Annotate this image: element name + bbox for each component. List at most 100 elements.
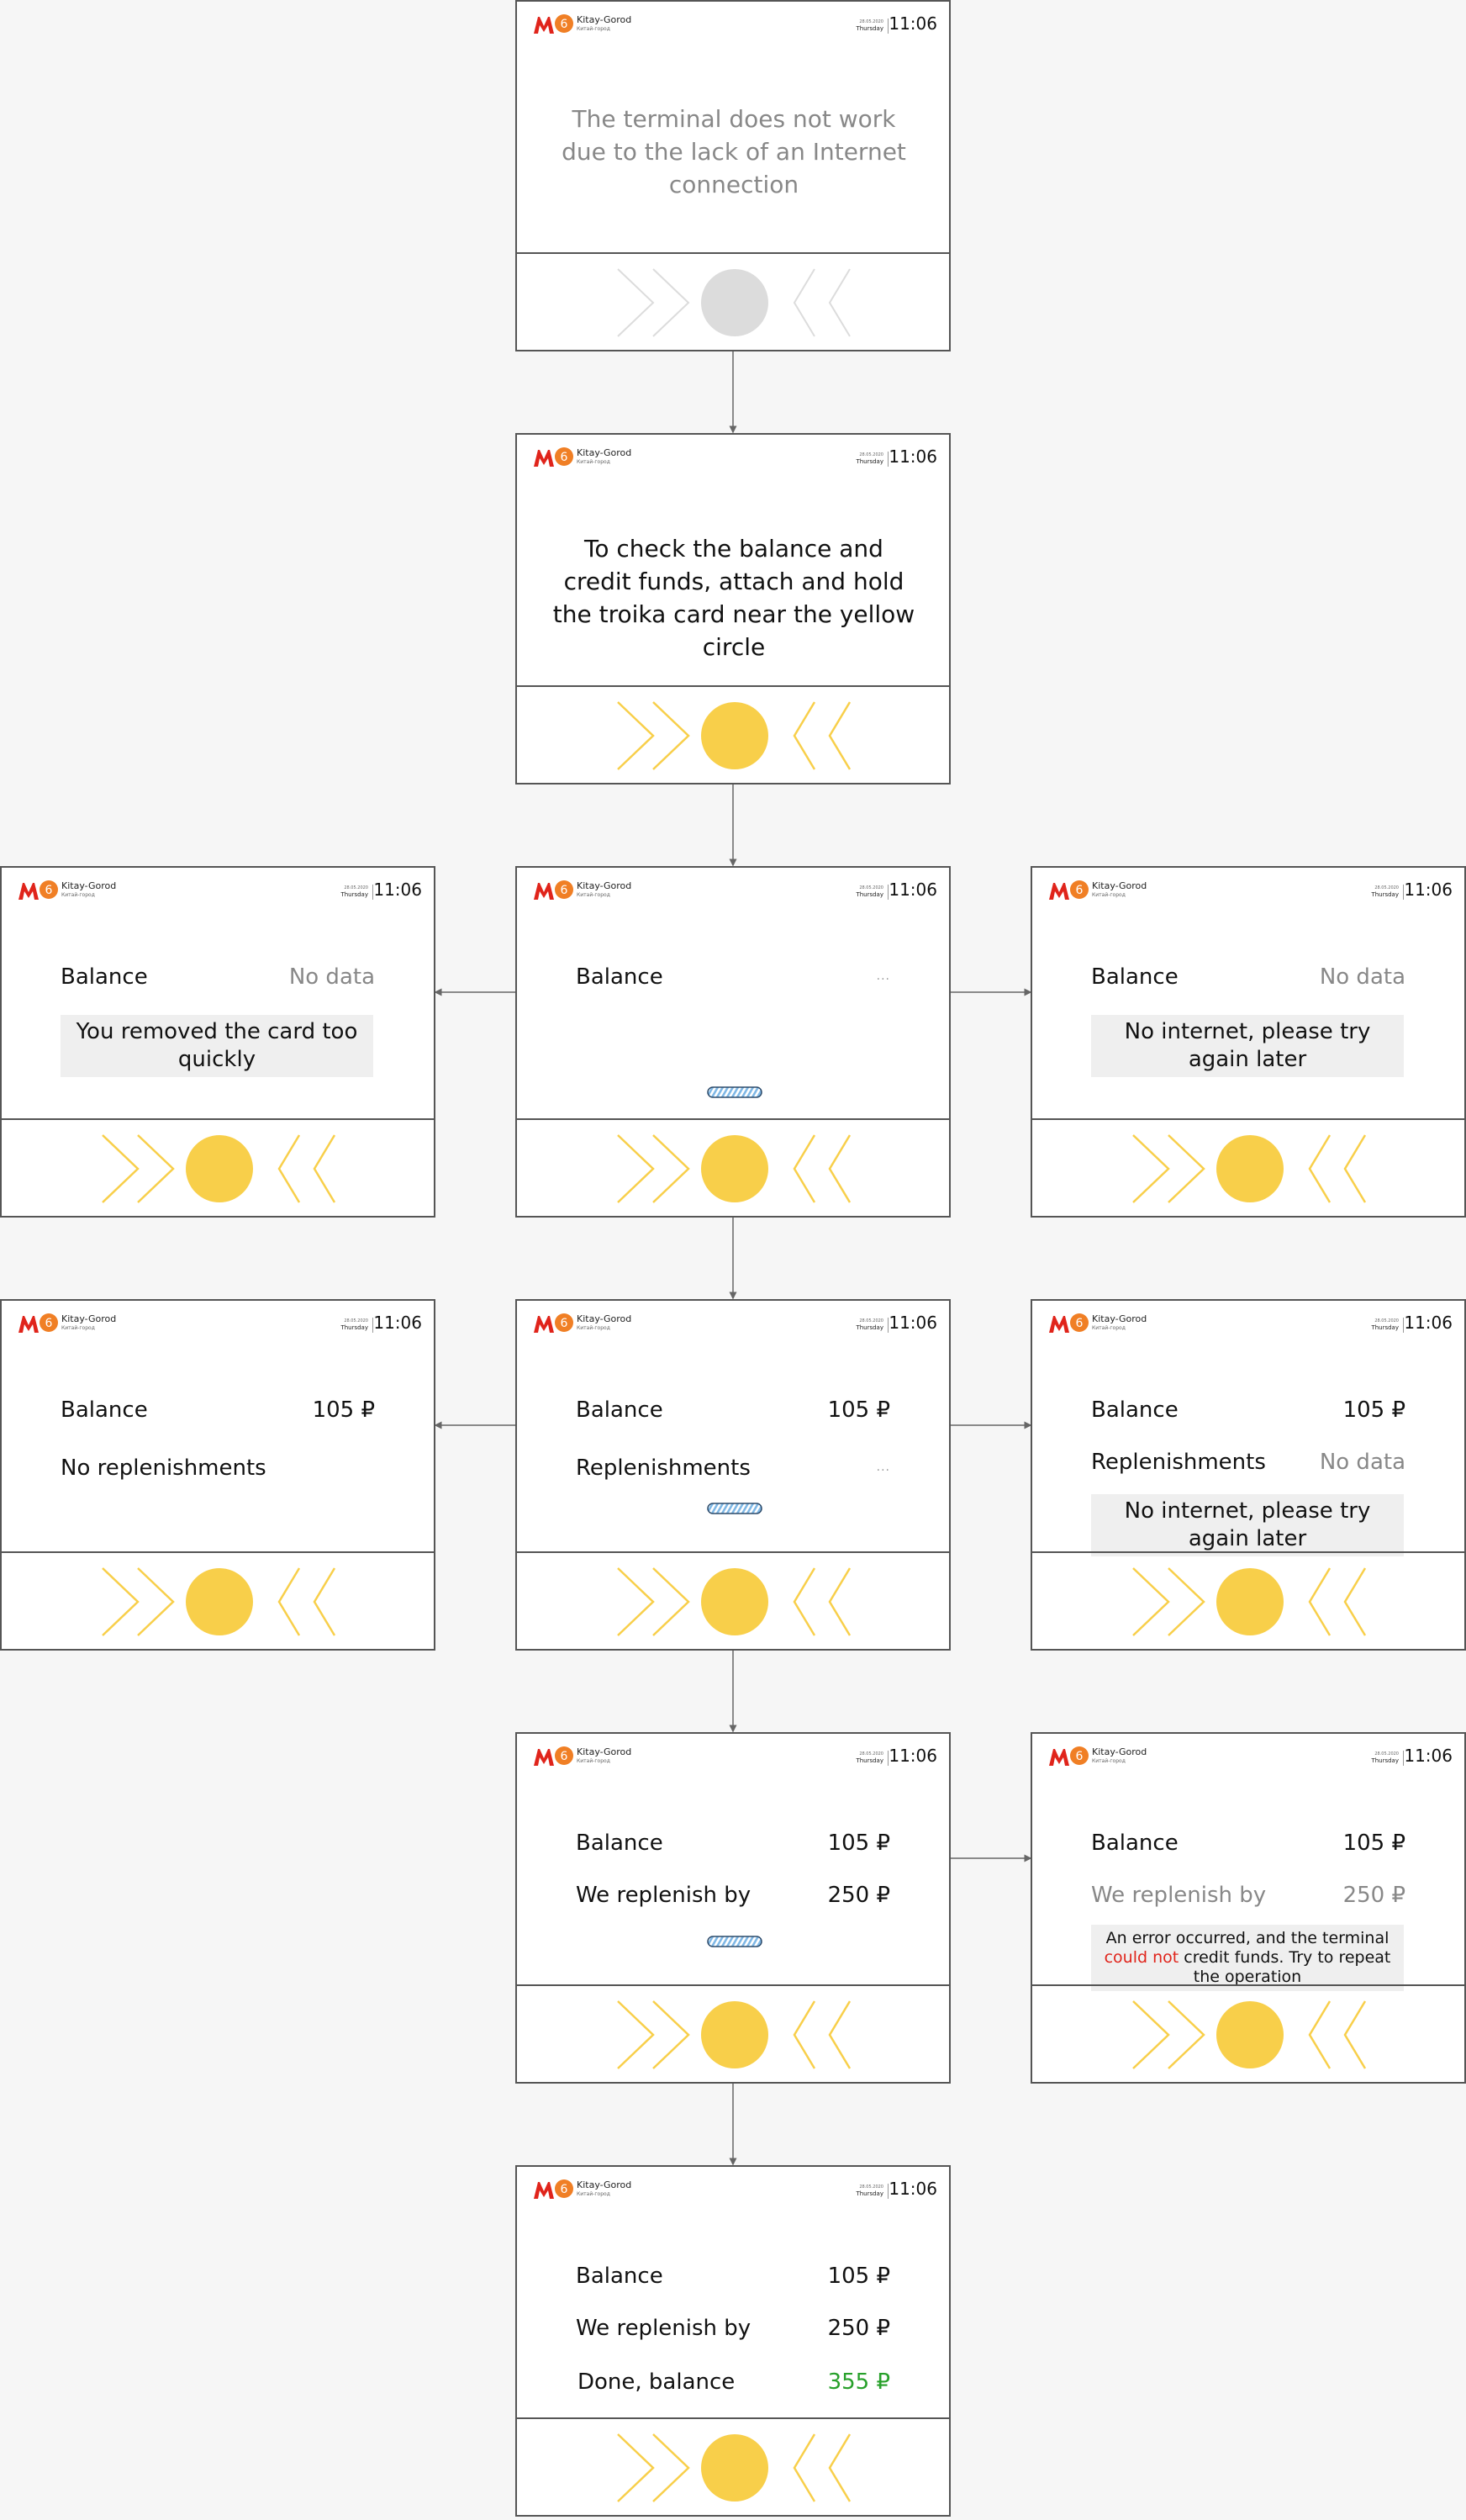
balance-label: Balance	[576, 964, 663, 990]
balance-label: Balance	[61, 1397, 148, 1423]
metro-m-logo	[534, 2182, 554, 2199]
header-separator	[888, 2184, 889, 2199]
chevron-right-icon	[1168, 1567, 1205, 1636]
card-reader-area	[517, 1553, 949, 1651]
weekday-label: Thursday	[856, 891, 883, 898]
clock: 11:06	[1404, 1746, 1453, 1766]
line-badge-number: 6	[561, 1317, 568, 1330]
balance-value: 105 ₽	[827, 1397, 890, 1423]
replenishments-label: Replenishments	[1091, 1450, 1266, 1475]
chevron-right-icon	[617, 268, 655, 337]
weekday-label: Thursday	[1371, 1757, 1399, 1764]
header-separator	[1403, 885, 1404, 900]
removed-card-notice: You removed the card too quickly	[61, 1015, 373, 1077]
station-name: Kitay-Gorod	[577, 880, 632, 891]
header-separator	[888, 1751, 889, 1766]
screen-divider	[2, 1551, 434, 1553]
replenish-label: We replenish by	[1091, 1883, 1267, 1908]
station-name: Kitay-Gorod	[577, 1746, 632, 1757]
line-badge-number: 6	[1076, 1317, 1084, 1330]
balance-value: 105 ₽	[1342, 1397, 1405, 1423]
date-label: 28.05.2020	[859, 1751, 883, 1757]
replenishments-label: Replenishments	[576, 1455, 751, 1481]
clock: 11:06	[889, 1313, 937, 1333]
line-badge-icon: 6	[1070, 880, 1089, 899]
chevron-left-icon	[793, 2000, 816, 2069]
station-name-ru: Китай-город	[577, 2191, 610, 2197]
metro-m-logo	[1049, 883, 1069, 900]
station-name-ru: Китай-город	[577, 1758, 610, 1764]
metro-m-logo	[1049, 1316, 1069, 1333]
balance-label: Balance	[1091, 1397, 1179, 1423]
chevron-right-icon	[1132, 2000, 1170, 2069]
chevron-right-icon	[1168, 1134, 1205, 1203]
balance-label: Balance	[576, 1831, 663, 1856]
card-reader-circle-icon	[701, 269, 768, 336]
station-name: Kitay-Gorod	[61, 880, 117, 891]
chevron-right-icon	[617, 1134, 655, 1203]
line-badge-icon: 6	[555, 1746, 573, 1765]
replenish-label: We replenish by	[576, 1883, 751, 1908]
line-badge-number: 6	[561, 18, 568, 31]
replenish-value: 250 ₽	[827, 1883, 890, 1908]
chevron-left-icon	[313, 1134, 336, 1203]
station-name: Kitay-Gorod	[1092, 1746, 1147, 1757]
chevron-left-icon	[828, 2000, 852, 2069]
weekday-label: Thursday	[340, 1324, 368, 1331]
screen-divider	[517, 1118, 949, 1120]
screen-divider	[517, 252, 949, 254]
chevron-left-icon	[828, 1567, 852, 1636]
station-name-ru: Китай-город	[577, 892, 610, 898]
balance-label: Balance	[576, 2264, 663, 2289]
clock: 11:06	[1404, 880, 1453, 900]
clock: 11:06	[889, 2179, 937, 2199]
station-name-ru: Китай-город	[61, 1325, 95, 1331]
chevron-right-icon	[617, 2000, 655, 2069]
card-reader-circle-icon	[701, 2001, 768, 2068]
error-highlight: could not	[1104, 1948, 1179, 1967]
chevron-left-icon	[313, 1567, 336, 1636]
chevron-left-icon	[1343, 1567, 1367, 1636]
clock: 11:06	[889, 13, 937, 34]
chevron-right-icon	[1132, 1134, 1170, 1203]
loading-progress-icon	[707, 1086, 762, 1098]
replenish-value: 250 ₽	[827, 2316, 890, 2341]
error-notice: An error occurred, and the terminal coul…	[1091, 1925, 1404, 1991]
chevron-left-icon	[828, 701, 852, 770]
weekday-label: Thursday	[856, 2190, 883, 2197]
offline-message: The terminal does not work due to the la…	[562, 105, 906, 198]
chevron-right-icon	[1168, 2000, 1205, 2069]
screen-divider	[517, 2417, 949, 2419]
loading-progress-icon	[707, 1503, 762, 1514]
metro-m-logo	[1049, 1749, 1069, 1766]
card-reader-area	[517, 2419, 949, 2517]
chevron-right-icon	[652, 701, 690, 770]
station-name-ru: Китай-город	[1092, 1325, 1126, 1331]
chevron-left-icon	[828, 2433, 852, 2502]
chevron-left-icon	[793, 701, 816, 770]
chevron-right-icon	[102, 1567, 140, 1636]
card-reader-area	[1032, 1120, 1464, 1218]
date-label: 28.05.2020	[859, 19, 883, 24]
date-label: 28.05.2020	[344, 885, 368, 890]
clock: 11:06	[1404, 1313, 1453, 1333]
clock: 11:06	[889, 446, 937, 467]
metro-m-logo	[534, 17, 554, 34]
chevron-right-icon	[652, 268, 690, 337]
weekday-label: Thursday	[1371, 1324, 1399, 1331]
card-reader-area	[2, 1553, 434, 1651]
station-name-ru: Китай-город	[577, 26, 610, 32]
station-name-ru: Китай-город	[1092, 1758, 1126, 1764]
chevron-left-icon	[1308, 1134, 1332, 1203]
chevron-right-icon	[617, 1567, 655, 1636]
error-text-end: credit funds. Try to repeat the operatio…	[1179, 1948, 1391, 1986]
header-separator	[888, 452, 889, 467]
